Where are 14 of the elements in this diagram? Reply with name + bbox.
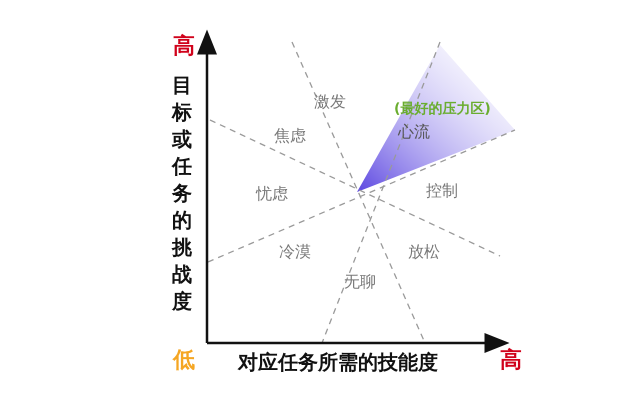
zone-label: 冷漠: [279, 244, 311, 260]
zone-label: 忧虑: [256, 186, 288, 202]
zone-label: 无聊: [344, 274, 376, 290]
zone-label: 放松: [408, 244, 440, 260]
zone-label: 焦虑: [274, 128, 306, 144]
y-axis-title: 目标或任务的挑战度: [172, 72, 192, 315]
axis-low-label: 低: [173, 350, 195, 372]
x-axis-title: 对应任务所需的技能度: [238, 352, 438, 372]
zone-label: 激发: [314, 94, 346, 110]
axis-high-label: 高: [500, 350, 522, 372]
zone-label: 控制: [426, 183, 458, 199]
zone-note: (最好的压力区): [394, 102, 491, 116]
axis-high-label: 高: [173, 36, 195, 58]
zone-label: 心流: [398, 124, 430, 140]
